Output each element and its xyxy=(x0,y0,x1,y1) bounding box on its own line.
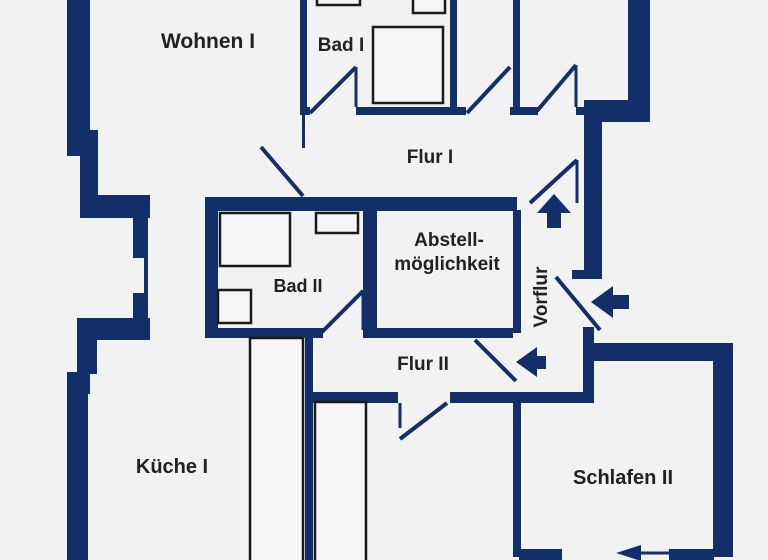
room-label-kueche1: Küche I xyxy=(136,456,208,478)
bad2-door-swing xyxy=(320,289,365,334)
vorflur-door-swing xyxy=(528,158,579,205)
bad2-washbasin xyxy=(314,211,360,235)
vorflur-up-arrow-icon xyxy=(537,194,571,228)
bad2-toilet xyxy=(216,288,253,325)
wohnen1-door-swing xyxy=(259,145,305,198)
entrance-left-arrow-icon xyxy=(591,286,629,318)
fixtures xyxy=(216,0,447,560)
room-label-abstell-1: Abstell- xyxy=(414,230,484,251)
bad1-door-swing xyxy=(308,65,358,115)
bad1-shower xyxy=(371,25,445,105)
room-label-abstell-2: möglichkeit xyxy=(394,254,500,275)
room-door-swing xyxy=(465,65,512,115)
bad2-bathtub xyxy=(218,211,292,268)
room-label-wohnen1: Wohnen I xyxy=(161,30,255,53)
bad1-fixture xyxy=(315,0,362,7)
room-label-bad2: Bad II xyxy=(273,276,322,296)
kitchen-counter xyxy=(313,400,368,560)
window-gap xyxy=(133,258,144,293)
room-label-bad1: Bad I xyxy=(318,35,364,56)
room-label-vorflur: Vorflur xyxy=(531,266,552,327)
room-label-schlafen2: Schlafen II xyxy=(573,467,673,489)
doors xyxy=(259,63,602,441)
flur2-door-swing xyxy=(473,338,518,383)
room-door-swing xyxy=(535,63,578,113)
entrance-door-swing xyxy=(554,275,602,332)
room-label-flur2: Flur II xyxy=(397,354,449,375)
direction-arrows xyxy=(516,194,689,560)
middle-room-door-swing xyxy=(398,401,449,441)
schlafen2-left-arrow-icon xyxy=(616,545,641,560)
exterior-walls xyxy=(67,0,733,560)
kitchen-counter xyxy=(248,336,305,560)
flur2-left-arrow-icon xyxy=(516,347,546,377)
room-labels: Wohnen I Bad I Flur I Abstell- möglichke… xyxy=(136,30,673,489)
interior-walls xyxy=(205,0,593,560)
room-label-flur1: Flur I xyxy=(407,147,453,168)
bad1-washbasin xyxy=(411,0,447,15)
